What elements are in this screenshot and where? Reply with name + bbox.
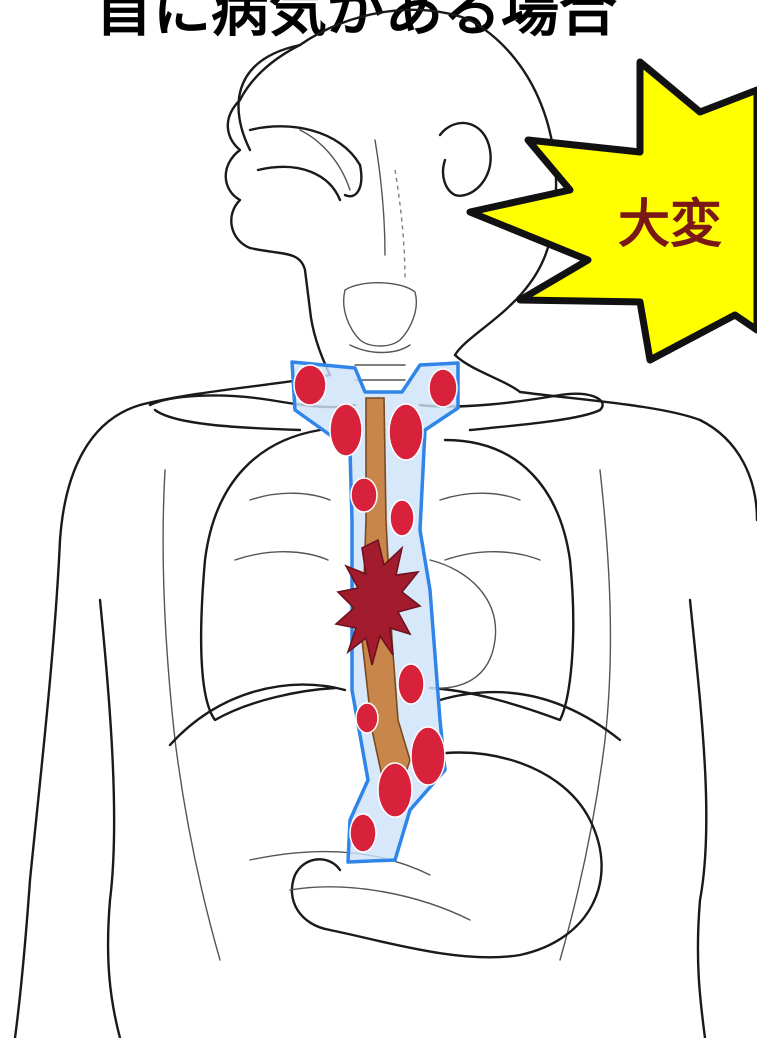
lymph-node — [390, 500, 414, 536]
callout-text: 大変 — [618, 195, 722, 255]
explosion-icon: 大変 — [470, 62, 757, 360]
lymph-node — [350, 814, 376, 852]
lymph-node — [351, 478, 377, 512]
lymph-node — [330, 404, 362, 456]
larynx — [344, 170, 417, 380]
lymph-node — [378, 763, 412, 817]
page-title: 首に病気がある場合 — [95, 0, 617, 44]
lymph-node — [294, 365, 326, 405]
lymph-node — [429, 369, 457, 407]
lymph-node — [398, 664, 424, 704]
lymph-node — [356, 703, 378, 733]
lymph-node — [389, 404, 423, 460]
lymph-node — [411, 727, 445, 785]
